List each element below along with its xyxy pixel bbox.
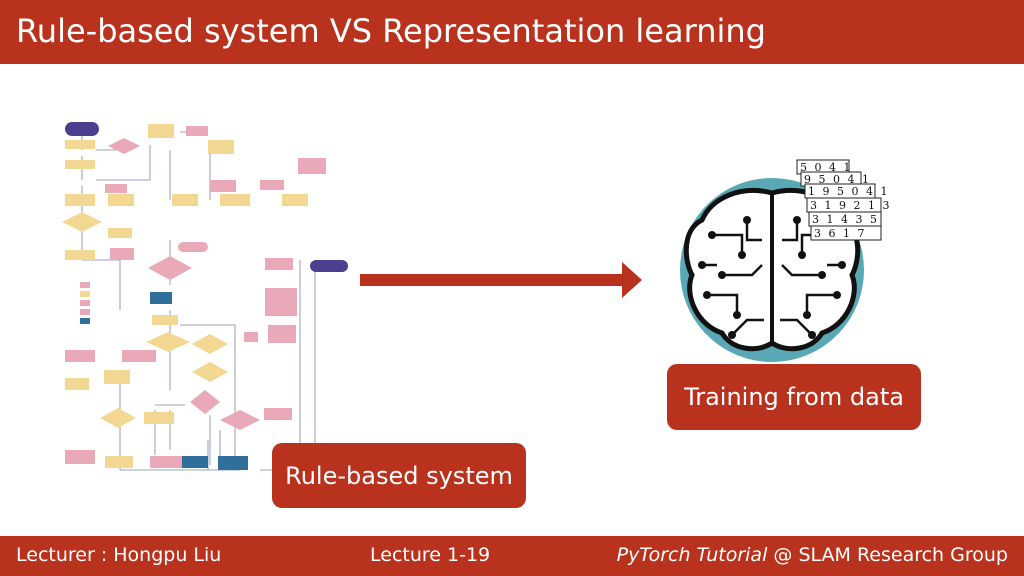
flowchart-diagram <box>62 122 348 490</box>
course-title: PyTorch Tutorial <box>616 544 768 566</box>
lecturer-label: Lecturer : Hongpu Liu <box>16 544 222 566</box>
footer-bar: Lecturer : Hongpu Liu Lecture 1-19 PyTor… <box>0 536 1024 576</box>
lecture-number: Lecture 1-19 <box>370 544 491 566</box>
training-callout: Training from data <box>667 364 921 430</box>
course-group: @ SLAM Research Group <box>767 544 1008 566</box>
mnist-digits-image: 5 0 4 1 9 5 0 4 1 1 9 5 0 4 1 3 1 9 2 1 … <box>796 159 889 241</box>
digit-card-2: 9 5 0 4 1 <box>804 173 871 186</box>
digit-card-5: 3 1 4 3 5 <box>812 213 879 226</box>
slide-title: Rule-based system VS Representation lear… <box>16 12 766 50</box>
rule-based-callout: Rule-based system <box>272 443 526 508</box>
right-arrow-icon <box>360 262 642 298</box>
digit-card-6: 3 6 1 7 <box>814 227 866 240</box>
digit-card-3: 1 9 5 0 4 1 <box>808 185 889 198</box>
digit-card-1: 5 0 4 1 <box>800 161 852 174</box>
course-label: PyTorch Tutorial @ SLAM Research Group <box>617 544 1008 566</box>
digit-card-4: 3 1 9 2 1 3 <box>810 199 891 212</box>
title-bar: Rule-based system VS Representation lear… <box>0 0 1024 64</box>
